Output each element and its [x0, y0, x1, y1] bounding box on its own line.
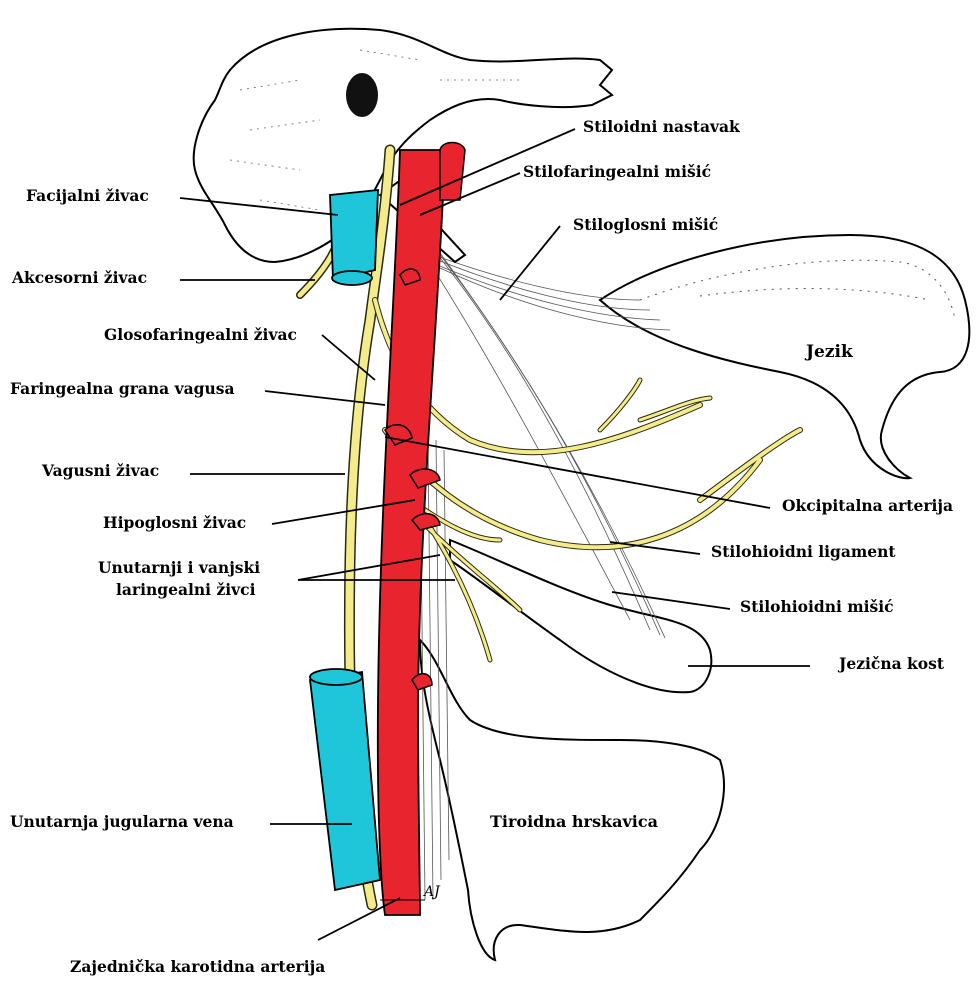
label-jezicna-kost: Jezična kost — [839, 654, 944, 673]
label-jezik: Jezik — [806, 342, 853, 363]
label-stilofaringealni-misic: Stilofaringealni mišić — [523, 162, 711, 181]
foramen-icon — [346, 73, 378, 117]
label-tiroidna-hrskavica: Tiroidna hrskavica — [490, 812, 658, 832]
label-zajednicka-karotidna-arterija: Zajednička karotidna arterija — [70, 957, 325, 976]
label-facijalni-zivac: Facijalni živac — [26, 186, 149, 205]
artist-signature: AJ — [424, 884, 440, 902]
label-laringealni-zivci-line2: laringealni živci — [116, 580, 255, 599]
label-hipoglosni-zivac: Hipoglosni živac — [103, 513, 246, 532]
label-akcesorni-zivac: Akcesorni živac — [12, 268, 147, 287]
label-stilohioidni-ligament: Stilohioidni ligament — [711, 542, 896, 561]
label-faringealna-grana-vagusa: Faringealna grana vagusa — [10, 379, 235, 398]
label-stiloidni-nastavak: Stiloidni nastavak — [583, 117, 740, 136]
label-glosofaringealni-zivac: Glosofaringealni živac — [104, 325, 297, 344]
label-stilohioidni-misic: Stilohioidni mišić — [740, 597, 894, 616]
label-unutarnja-jugularna-vena: Unutarnja jugularna vena — [10, 812, 234, 831]
label-stiloglosni-misic: Stiloglosni mišić — [573, 215, 718, 234]
label-okcipitalna-arterija: Okcipitalna arterija — [782, 496, 953, 515]
hyoid-bone — [450, 540, 711, 692]
label-vagusni-zivac: Vagusni živac — [42, 461, 159, 480]
label-laringealni-zivci-line1: Unutarnji i vanjski — [98, 558, 260, 577]
